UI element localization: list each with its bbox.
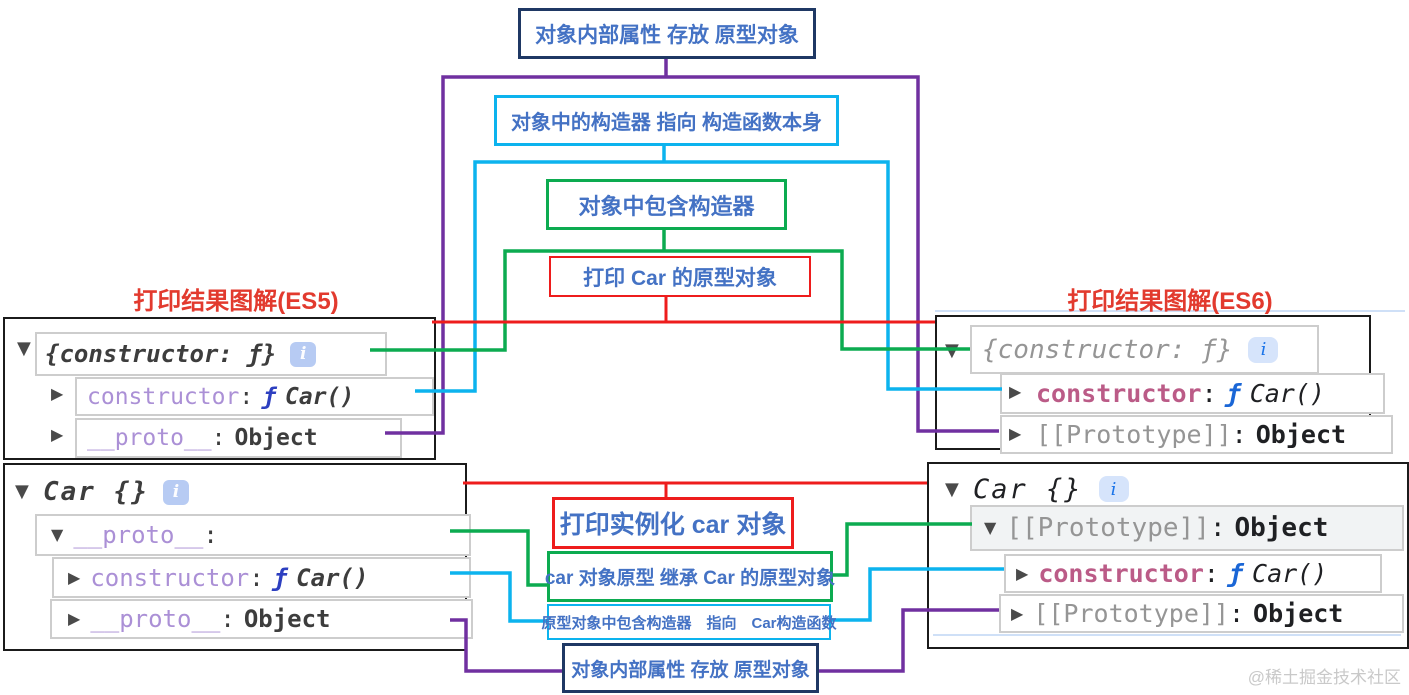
label-constructor-points: 对象中的构造器 指向 构造函数本身 (494, 95, 839, 146)
label-proto-contains-constructor: 原型对象中包含构造器 指向 Car构造函数 (542, 604, 837, 640)
console-row-object-preview: {constructor: ƒ} i (970, 325, 1319, 374)
property-value: Object (234, 425, 318, 451)
separator: : (1231, 420, 1247, 449)
collapse-arrow-icon[interactable]: ▶ (51, 384, 64, 403)
separator: : (211, 425, 226, 451)
separator: : (203, 521, 218, 549)
console-row-prototype: ▼ [[Prototype]]: Object (970, 505, 1404, 551)
console-row-object-preview: {constructor: ƒ} i (35, 332, 387, 376)
expand-arrow-icon[interactable]: ▼ (51, 525, 64, 544)
function-glyph: ƒ (272, 563, 288, 592)
property-name: __proto__ (90, 605, 221, 633)
collapse-arrow-icon[interactable]: ▶ (1009, 382, 1022, 401)
separator: : (1209, 513, 1226, 543)
property-name: constructor (87, 383, 240, 410)
collapse-arrow-icon[interactable]: ▶ (68, 609, 81, 628)
property-name: [[Prototype]] (1006, 513, 1210, 543)
watermark: @稀土掘金技术社区 (1247, 668, 1401, 687)
console-row-prototype: [[Prototype]]: Object (1000, 415, 1393, 454)
info-icon[interactable]: i (162, 479, 189, 505)
separator-line (935, 310, 1405, 312)
label-text: 对象内部属性 存放 原型对象 (571, 659, 810, 681)
info-icon[interactable]: i (1248, 336, 1279, 363)
console-row-constructor: ▶ constructor: ƒ Car() (1004, 554, 1382, 593)
collapse-arrow-icon[interactable]: ▶ (1011, 603, 1024, 623)
collapse-arrow-icon[interactable]: ▶ (1009, 424, 1022, 443)
label-internal-attr-bottom: 对象内部属性 存放 原型对象 (562, 643, 819, 693)
object-preview-text: Car {} (973, 473, 1083, 505)
property-value: Object (1234, 513, 1329, 543)
console-row-proto2: ▶ __proto__: Object (50, 599, 473, 639)
property-name: constructor (1038, 559, 1204, 588)
function-glyph: ƒ (1227, 559, 1244, 588)
collapse-arrow-icon[interactable]: ▶ (51, 425, 64, 444)
console-row-constructor: constructor: ƒ Car() (75, 377, 434, 416)
separator: : (220, 605, 235, 633)
object-preview-text: {constructor: ƒ} (45, 340, 277, 368)
label-contains-constructor: 对象中包含构造器 (546, 179, 787, 230)
property-value: Car() (1252, 559, 1328, 588)
console-es6-instance: ▼ Car {} i ▼ [[Prototype]]: Object ▶ cons… (927, 462, 1409, 649)
expand-arrow-icon[interactable]: ▼ (15, 481, 29, 502)
info-icon[interactable]: i (1098, 476, 1129, 502)
label-internal-attr-top: 对象内部属性 存放 原型对象 (518, 8, 816, 59)
label-print-prototype: 打印 Car 的原型对象 (549, 256, 811, 297)
console-es5-prototype: ▼ {constructor: ƒ} i ▶ constructor: ƒ Car(… (3, 317, 436, 460)
label-text: 对象内部属性 存放 原型对象 (535, 23, 799, 47)
property-name: [[Prototype]] (1033, 599, 1229, 628)
property-value: Car() (296, 563, 369, 592)
console-row-constructor: constructor: ƒ Car() (1000, 373, 1385, 414)
separator: : (249, 563, 264, 592)
object-preview-text: {constructor: ƒ} (982, 334, 1233, 365)
console-row-proto: __proto__: Object (75, 418, 402, 458)
label-text: 对象中的构造器 指向 构造函数本身 (510, 112, 823, 134)
property-name: __proto__ (87, 425, 212, 451)
label-inherit-prototype: car 对象原型 继承 Car 的原型对象 (544, 551, 836, 602)
property-value: Object (243, 605, 331, 633)
function-glyph: ƒ (1225, 379, 1241, 408)
console-row-proto: ▼ __proto__: (35, 514, 471, 556)
label-print-instance: 打印实例化 car 对象 (552, 497, 794, 549)
property-value: Object (1255, 420, 1347, 449)
label-text: 原型对象中包含构造器 指向 Car构造函数 (541, 614, 837, 632)
console-row-object-preview: Car {} i (971, 468, 1275, 510)
separator: : (1228, 599, 1245, 628)
property-name: constructor (1036, 379, 1202, 408)
console-row-object-preview: Car {} i (41, 471, 345, 513)
console-row-prototype2: ▶ [[Prototype]]: Object (999, 594, 1404, 633)
label-text: 对象中包含构造器 (578, 193, 755, 219)
separator: : (239, 383, 254, 410)
collapse-arrow-icon[interactable]: ▶ (1016, 563, 1029, 583)
function-glyph: ƒ (262, 383, 277, 410)
expand-arrow-icon[interactable]: ▼ (17, 338, 31, 359)
property-name: __proto__ (73, 521, 204, 549)
property-value: Car() (1249, 379, 1325, 408)
separator: : (1203, 559, 1219, 588)
object-preview-text: Car {} (43, 477, 149, 507)
expand-arrow-icon[interactable]: ▼ (984, 518, 997, 537)
expand-arrow-icon[interactable]: ▼ (945, 479, 959, 500)
label-text: 打印 Car 的原型对象 (583, 266, 777, 290)
label-text: car 对象原型 继承 Car 的原型对象 (544, 568, 836, 589)
console-es6-prototype: ▼ {constructor: ƒ} i ▶ constructor: ƒ Car(… (935, 315, 1393, 454)
collapse-arrow-icon[interactable]: ▶ (68, 567, 81, 587)
console-row-constructor: ▶ constructor: ƒ Car() (52, 557, 471, 598)
property-value: Car() (285, 383, 355, 410)
property-name: [[Prototype]] (1036, 420, 1232, 449)
label-text: 打印实例化 car 对象 (559, 511, 787, 539)
property-name: constructor (90, 563, 250, 592)
es5-title: 打印结果图解(ES5) (133, 288, 339, 315)
separator: : (1201, 379, 1217, 408)
info-icon[interactable]: i (290, 341, 317, 367)
expand-arrow-icon[interactable]: ▼ (945, 340, 959, 361)
es6-title: 打印结果图解(ES6) (1067, 288, 1273, 315)
property-value: Object (1253, 599, 1344, 628)
